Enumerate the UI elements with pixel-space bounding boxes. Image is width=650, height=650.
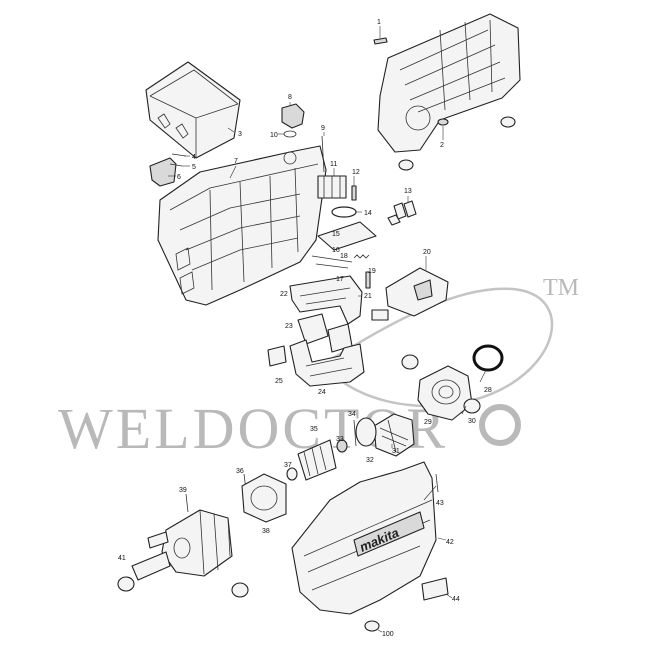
part-rail-22 (289, 275, 363, 325)
callout-14: 14 (364, 210, 372, 217)
part-pump (131, 509, 233, 581)
callout-8: 8 (288, 94, 292, 101)
gasket-14 (331, 206, 357, 218)
screw-39 (185, 493, 189, 513)
callout-43: 43 (436, 500, 444, 507)
screw-4 (171, 153, 187, 157)
callout-12: 12 (352, 169, 360, 176)
callout-5: 5 (192, 164, 196, 171)
callout-19: 19 (368, 268, 376, 275)
part-main-housing (157, 145, 327, 306)
callout-13: 13 (404, 188, 412, 195)
part-top-cover (145, 61, 241, 159)
screw-1 (373, 37, 388, 45)
callout-7: 7 (234, 158, 238, 165)
part-control-panel-20 (385, 267, 449, 317)
pin-9 (321, 135, 325, 173)
seal-41 (117, 576, 135, 592)
callout-41: 41 (118, 555, 126, 562)
callout-9: 9 (321, 125, 325, 132)
callout-22: 22 (280, 291, 288, 298)
callout-100: 100 (382, 631, 394, 638)
label-25 (267, 345, 287, 367)
part-stator-31 (373, 413, 415, 457)
callout-labels: 1 2 3 4 5 6 7 8 9 10 11 12 13 14 15 16 1… (118, 19, 492, 638)
callout-18: 18 (340, 253, 348, 260)
label-44 (421, 577, 449, 601)
callout-33: 33 (336, 436, 344, 443)
part-switch-11 (317, 175, 347, 199)
part-bracket-23 (297, 313, 353, 353)
callout-31: 31 (392, 448, 400, 455)
callout-32: 32 (366, 457, 374, 464)
screw-12 (351, 185, 357, 201)
screw-43 (435, 473, 439, 493)
part-lower-housing-42: makita (291, 461, 437, 615)
callout-23: 23 (285, 323, 293, 330)
washer-37 (286, 467, 298, 481)
callout-25: 25 (275, 378, 283, 385)
part-bracket-24 (289, 339, 365, 387)
foot-right (500, 116, 516, 128)
part-bracket-4-6 (149, 157, 177, 187)
callout-16: 16 (332, 247, 340, 254)
o-ring-28 (472, 344, 504, 372)
rod-16 (311, 255, 353, 263)
callout-38: 38 (262, 528, 270, 535)
seal-30 (463, 398, 481, 414)
callout-20: 20 (423, 249, 431, 256)
callout-29: 29 (424, 419, 432, 426)
clip-right (371, 309, 389, 321)
callout-10: 10 (270, 132, 278, 139)
callout-2: 2 (440, 142, 444, 149)
callout-37: 37 (284, 462, 292, 469)
watermark-o-ring (479, 404, 521, 446)
screw-34 (353, 419, 357, 447)
seal-bottom (231, 582, 249, 598)
leader-lines (168, 26, 487, 633)
callout-44: 44 (452, 596, 460, 603)
part-rotor-35 (297, 439, 337, 481)
callout-4: 4 (192, 154, 196, 161)
callout-36: 36 (236, 468, 244, 475)
callout-15: 15 (332, 231, 340, 238)
callout-21: 21 (364, 293, 372, 300)
callout-17: 17 (336, 276, 344, 283)
rod-17 (315, 263, 349, 269)
callout-6: 6 (177, 174, 181, 181)
part-pads-13 (387, 200, 417, 226)
watermark-tm: TM (543, 275, 579, 301)
part-knob-8 (281, 103, 305, 129)
callout-42: 42 (446, 539, 454, 546)
ring-32 (355, 417, 377, 447)
callout-11: 11 (330, 161, 337, 168)
bearing-33 (336, 439, 348, 453)
callout-3: 3 (238, 131, 242, 138)
callout-28: 28 (484, 387, 492, 394)
pin-19 (365, 271, 371, 289)
part-housing-38 (241, 473, 287, 523)
callout-39: 39 (179, 487, 187, 494)
seal-left (401, 354, 419, 370)
callout-1: 1 (377, 19, 381, 26)
callout-35: 35 (310, 426, 318, 433)
callout-30: 30 (468, 418, 476, 425)
part-plate-15 (317, 221, 377, 251)
o-ring-10 (283, 130, 297, 138)
foot-100 (364, 620, 380, 632)
screw-5 (169, 163, 183, 167)
nut-2 (437, 118, 449, 126)
part-shroud (377, 13, 521, 153)
foot-left (398, 159, 414, 171)
callout-24: 24 (318, 389, 326, 396)
callout-34: 34 (348, 411, 356, 418)
part-motor-end-29 (417, 365, 473, 421)
spring-18 (353, 254, 370, 259)
